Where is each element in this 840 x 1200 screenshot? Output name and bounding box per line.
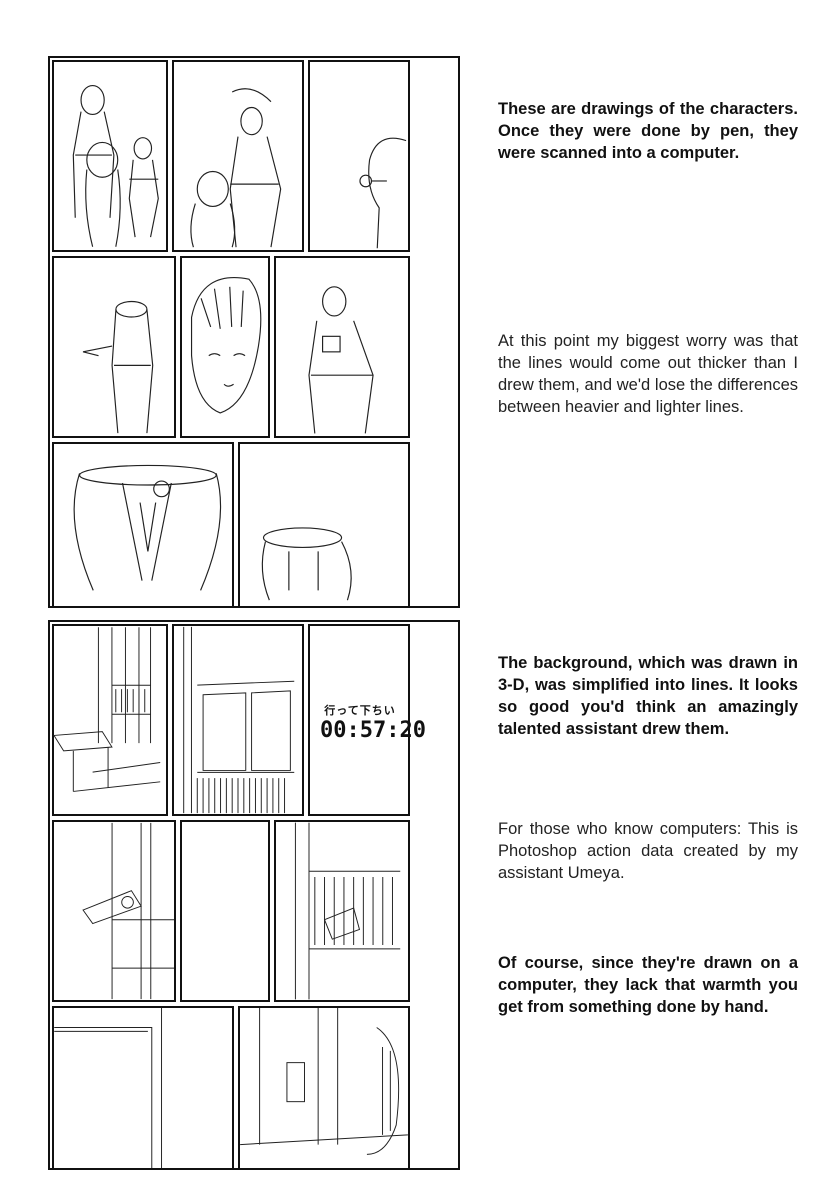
panel-timer-display: 行って下ちい 00:57:20 <box>308 624 426 816</box>
panel-blank <box>180 820 270 1002</box>
panel-art <box>53 627 161 792</box>
panel-door-object <box>274 820 410 1002</box>
panel-man-glasses <box>308 60 410 252</box>
panel-art <box>73 464 222 591</box>
timer-display: 行って下ちい 00:57:20 <box>320 702 426 743</box>
character-drawings-page <box>48 56 460 608</box>
panel-room-chair <box>52 624 168 816</box>
panel-art <box>82 822 174 1000</box>
panel-closeup-face <box>180 256 270 438</box>
caption-photoshop-action: For those who know computers: This is Ph… <box>498 820 798 882</box>
panel-crouching-figure <box>238 442 410 608</box>
timer-time: 00:57:20 <box>320 718 426 743</box>
panel-jacket-closeup <box>52 442 234 608</box>
panel-two-men-and-boy <box>52 60 168 252</box>
panel-art <box>359 137 407 249</box>
panel-art <box>183 626 295 814</box>
background-drawings-page: 行って下ちい 00:57:20 <box>48 620 460 1170</box>
panel-art <box>294 822 401 1000</box>
panel-sliding-door <box>172 624 304 816</box>
panel-hallway-robot <box>238 1006 410 1170</box>
panel-art <box>308 286 374 434</box>
panel-art <box>261 527 352 601</box>
panel-man-saluting <box>172 60 304 252</box>
panel-boy-holding-object <box>274 256 410 438</box>
caption-lack-of-warmth: Of course, since they're drawn on a comp… <box>498 954 798 1016</box>
panel-room-door <box>52 1006 234 1170</box>
caption-line-thickness-worry: At this point my biggest worry was that … <box>498 332 798 416</box>
panel-window-object <box>52 820 176 1002</box>
panel-art <box>240 1008 408 1155</box>
panel-art <box>82 300 154 434</box>
panel-headless-figure <box>52 256 176 438</box>
panel-art <box>72 84 159 247</box>
caption-characters: These are drawings of the characters. On… <box>498 100 798 162</box>
panel-art <box>54 1008 163 1168</box>
panel-art <box>190 88 282 248</box>
timer-message: 行って下ちい <box>324 704 396 717</box>
panel-art <box>190 277 262 414</box>
caption-3d-background: The background, which was drawn in 3-D, … <box>498 654 798 738</box>
